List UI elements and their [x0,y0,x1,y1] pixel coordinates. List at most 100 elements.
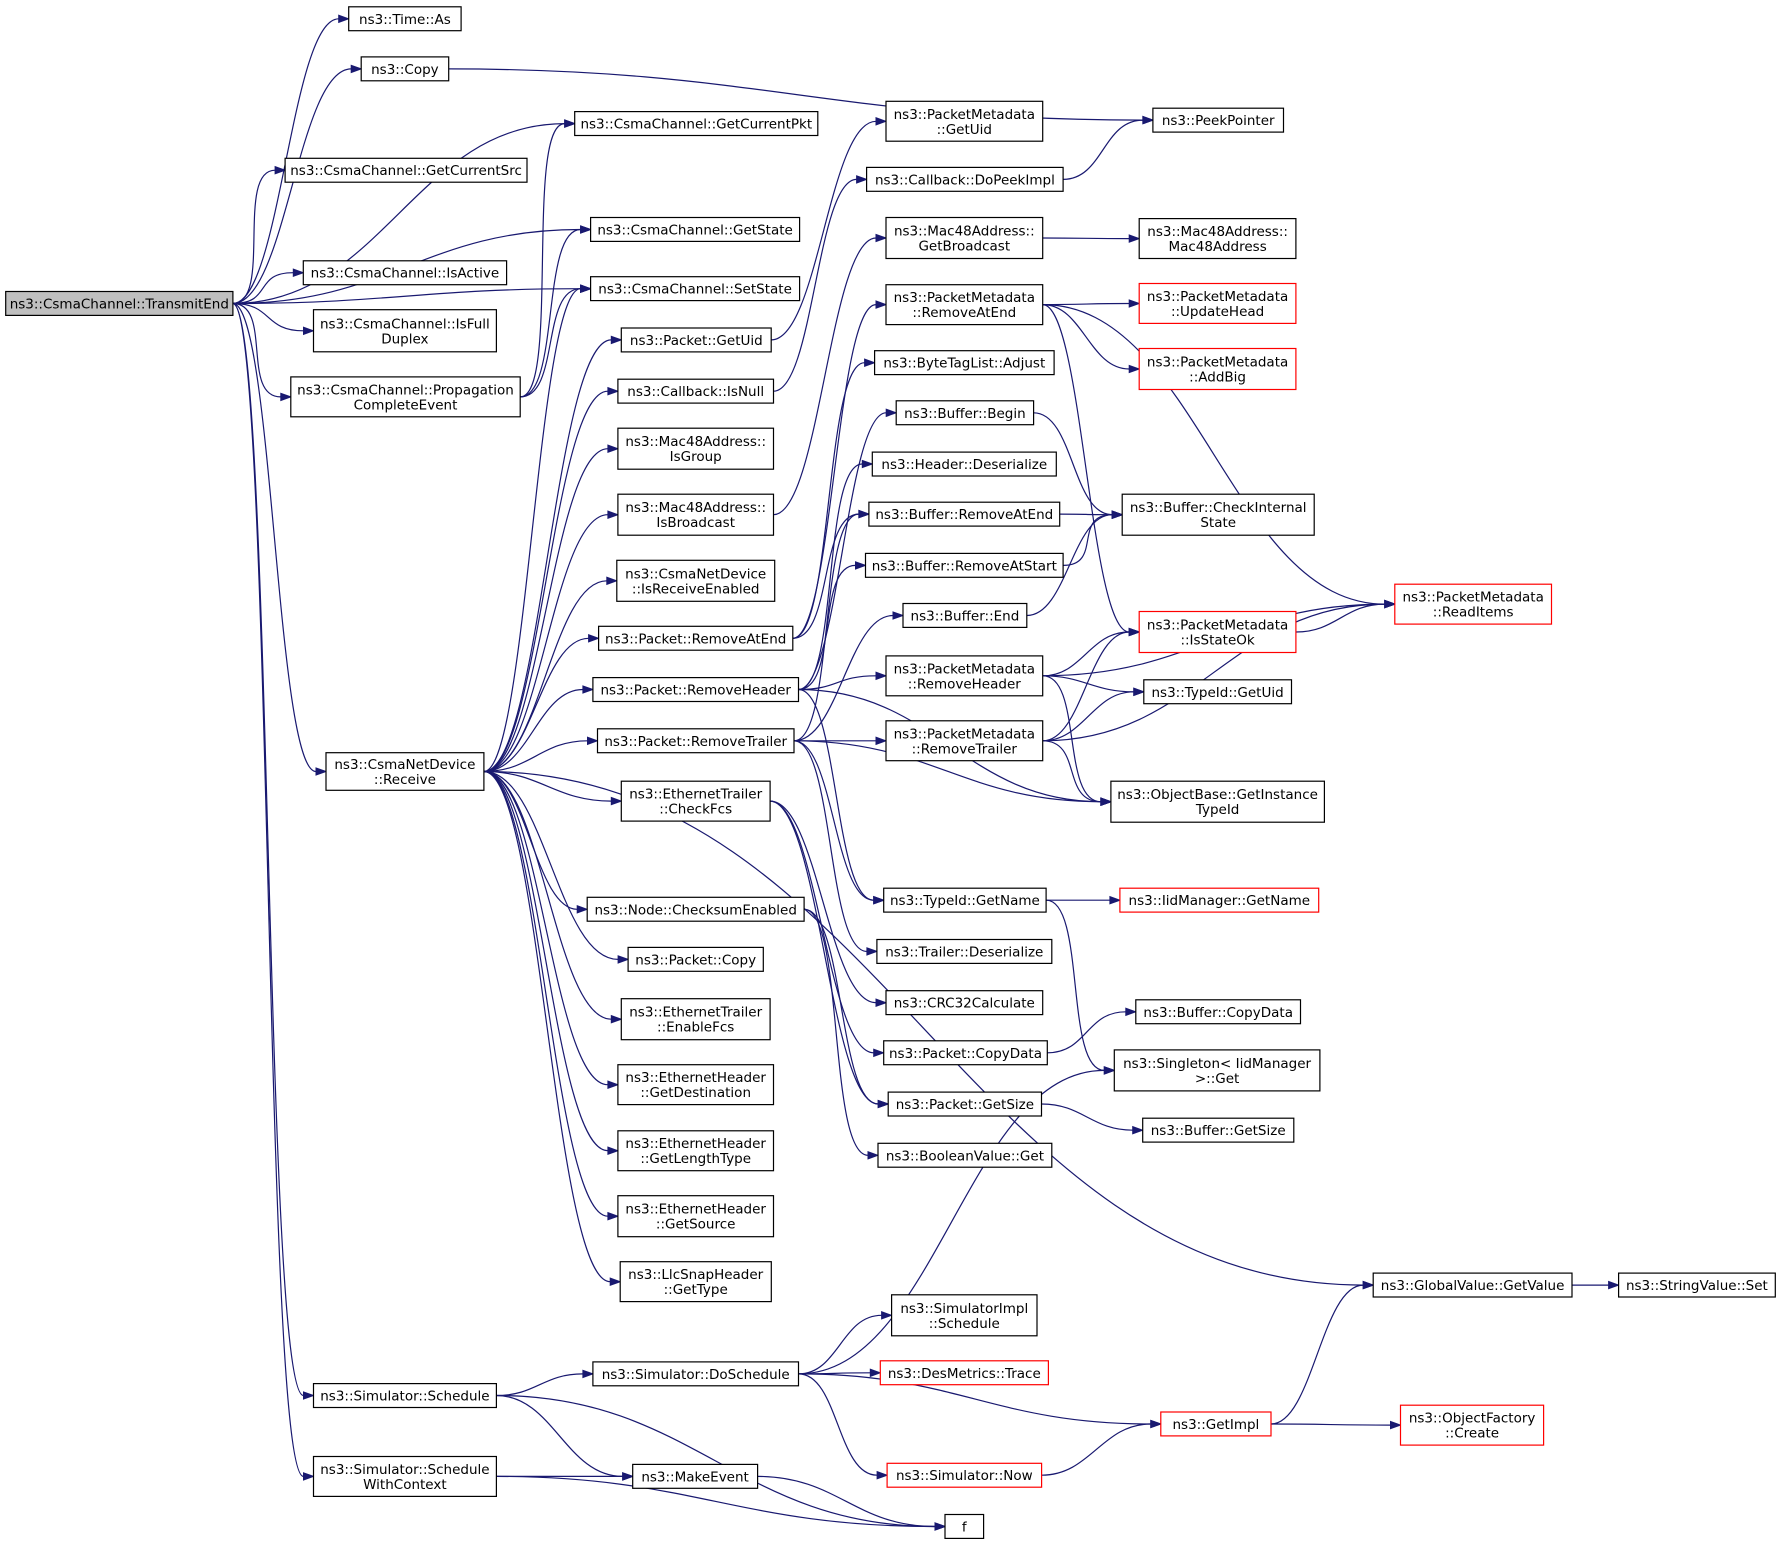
node-getDest[interactable]: ns3::EthernetHeader::GetDestination [617,1064,775,1106]
node-simImplSchedule[interactable]: ns3::SimulatorImpl::Schedule [890,1294,1038,1337]
node-isActive[interactable]: ns3::CsmaChannel::IsActive [302,260,508,286]
node-pktRemoveHeader[interactable]: ns3::Packet::RemoveHeader [592,676,800,703]
node-box [944,1513,985,1539]
edge-root-to-receive [232,302,328,776]
node-getImpl[interactable]: ns3::GetImpl [1160,1411,1272,1437]
node-pmRemoveHeader[interactable]: ns3::PacketMetadata::RemoveHeader [885,655,1044,697]
node-schedule[interactable]: ns3::Simulator::Schedule [312,1382,497,1409]
node-pktGetUid[interactable]: ns3::Packet::GetUid [620,327,772,353]
node-copy[interactable]: ns3::Copy [360,56,450,82]
node-pmRemoveTrailer[interactable]: ns3::PacketMetadata::RemoveTrailer [885,720,1044,762]
node-llcGetType[interactable]: ns3::LlcSnapHeader::GetType [619,1261,772,1303]
node-iidGetName[interactable]: ns3::IidManager::GetName [1119,887,1320,913]
edge-line [232,302,304,1477]
node-bufRemoveAtStart[interactable]: ns3::Buffer::RemoveAtStart [864,552,1064,578]
node-label: TypeId [1195,802,1240,818]
node-pktGetSize[interactable]: ns3::Packet::GetSize [887,1091,1043,1117]
node-label: ns3::CsmaNetDevice [334,757,475,773]
node-crc32[interactable]: ns3::CRC32Calculate [885,990,1044,1016]
node-box [312,1455,497,1498]
node-bufEnd[interactable]: ns3::Buffer::End [902,602,1028,628]
node-ofCreate[interactable]: ns3::ObjectFactory::Create [1399,1404,1545,1446]
node-box [1142,1117,1295,1143]
node-pktCopy[interactable]: ns3::Packet::Copy [627,946,764,972]
edge-receive-to-isBroadcast [483,510,620,773]
node-btlAdjust[interactable]: ns3::ByteTagList::Adjust [873,350,1055,376]
node-isBroadcast[interactable]: ns3::Mac48Address::IsBroadcast [617,493,775,536]
node-doSchedule[interactable]: ns3::Simulator::DoSchedule [592,1361,800,1387]
node-pmReadItems[interactable]: ns3::PacketMetadata::ReadItems [1394,583,1553,625]
node-cbDoPeekImpl[interactable]: ns3::Callback::DoPeekImpl [865,166,1064,192]
node-bufRemoveAtEnd[interactable]: ns3::Buffer::RemoveAtEnd [868,501,1061,527]
node-isGroup[interactable]: ns3::Mac48Address::IsGroup [617,427,775,470]
node-box [290,376,521,418]
node-desTrace[interactable]: ns3::DesMetrics::Trace [879,1360,1049,1386]
node-checksumEnabled[interactable]: ns3::Node::ChecksumEnabled [586,896,805,922]
node-timeAs[interactable]: ns3::Time::As [348,6,462,32]
node-getCurrentPkt[interactable]: ns3::CsmaChannel::GetCurrentPkt [574,110,819,137]
node-getCurrentSrc[interactable]: ns3::CsmaChannel::GetCurrentSrc [284,157,528,183]
node-getSource[interactable]: ns3::EthernetHeader::GetSource [617,1195,775,1238]
node-label: ns3::Mac48Address:: [1147,224,1288,240]
node-singletonGet[interactable]: ns3::Singleton< IidManager>::Get [1113,1049,1321,1092]
edge-arrowhead [1111,510,1124,520]
node-gvGetValue[interactable]: ns3::GlobalValue::GetValue [1372,1272,1573,1298]
node-setState[interactable]: ns3::CsmaChannel::SetState [589,276,801,302]
edge-line [1026,514,1113,617]
node-checkFcs[interactable]: ns3::EthernetTrailer::CheckFcs [620,780,771,822]
node-receive[interactable]: ns3::CsmaNetDevice::Receive [325,752,485,791]
edge-arrowhead [1128,299,1141,308]
node-mac48ctor[interactable]: ns3::Mac48Address::Mac48Address [1138,218,1297,260]
node-isRecvEnabled[interactable]: ns3::CsmaNetDevice::IsReceiveEnabled [616,559,776,602]
node-label: ns3::ObjectFactory [1409,1411,1536,1427]
node-bufCopyData[interactable]: ns3::Buffer::CopyData [1135,999,1302,1025]
node-peekPointer[interactable]: ns3::PeekPointer [1152,107,1285,133]
node-root[interactable]: ns3::CsmaChannel::TransmitEnd [5,290,234,316]
node-box [348,6,462,32]
node-box [1399,1404,1545,1446]
node-label: ::UpdateHead [1171,304,1264,320]
node-pmRemoveAtEnd[interactable]: ns3::PacketMetadata::RemoveAtEnd [885,284,1044,326]
node-f[interactable]: f [944,1513,985,1539]
node-bufGetSize[interactable]: ns3::Buffer::GetSize [1142,1117,1295,1143]
node-bufBegin[interactable]: ns3::Buffer::Begin [895,400,1035,426]
node-propEvent[interactable]: ns3::CsmaChannel::PropagationCompleteEve… [290,376,521,418]
node-trlDeserialize[interactable]: ns3::Trailer::Deserialize [876,938,1053,964]
node-label: ::GetUid [937,122,992,138]
edge-arrowhead [876,1470,889,1480]
node-svSet[interactable]: ns3::StringValue::Set [1617,1272,1776,1298]
node-cbIsNull[interactable]: ns3::Callback::IsNull [617,378,775,404]
node-enableFcs[interactable]: ns3::EthernetTrailer::EnableFcs [620,998,771,1041]
edge-arrowhead [610,1014,623,1024]
node-boolGet[interactable]: ns3::BooleanValue::Get [877,1142,1053,1168]
edge-cbDoPeekImpl-to-peekPointer [1063,115,1155,180]
node-getBroadcast[interactable]: ns3::Mac48Address::GetBroadcast [885,216,1044,260]
node-pmGetUid[interactable]: ns3::PacketMetadata::GetUid [885,100,1044,142]
node-pmAddBig[interactable]: ns3::PacketMetadata::AddBig [1138,347,1297,391]
edge-pktRemoveHeader-to-pmRemoveHeader [798,671,888,691]
node-simNow[interactable]: ns3::Simulator::Now [886,1462,1043,1488]
edge-line [1033,412,1113,516]
edge-receive-to-cbIsNull [483,386,620,773]
node-box [1135,999,1302,1025]
node-pmIsStateOk[interactable]: ns3::PacketMetadata::IsStateOk [1138,610,1297,654]
edge-line [804,908,879,1105]
node-getLenType[interactable]: ns3::EthernetHeader::GetLengthType [617,1130,775,1172]
node-hdrDeserialize[interactable]: ns3::Header::Deserialize [871,451,1057,477]
node-tidGetName[interactable]: ns3::TypeId::GetName [883,887,1047,913]
node-pktCopyData[interactable]: ns3::Packet::CopyData [883,1040,1048,1066]
node-makeEvent[interactable]: ns3::MakeEvent [632,1463,759,1489]
node-label: ::Receive [374,772,436,788]
node-label: ns3::EthernetHeader [625,1136,766,1152]
node-pktRemoveAtEnd[interactable]: ns3::Packet::RemoveAtEnd [597,625,794,651]
node-getState[interactable]: ns3::CsmaChannel::GetState [589,216,801,242]
node-pktRemoveTrailer[interactable]: ns3::Packet::RemoveTrailer [596,728,795,754]
node-tidGetUid[interactable]: ns3::TypeId::GetUid [1143,679,1293,705]
node-label: ns3::MakeEvent [641,1469,749,1485]
node-label: ns3::PacketMetadata [1147,289,1288,305]
node-pmUpdateHead[interactable]: ns3::PacketMetadata::UpdateHead [1138,282,1297,325]
